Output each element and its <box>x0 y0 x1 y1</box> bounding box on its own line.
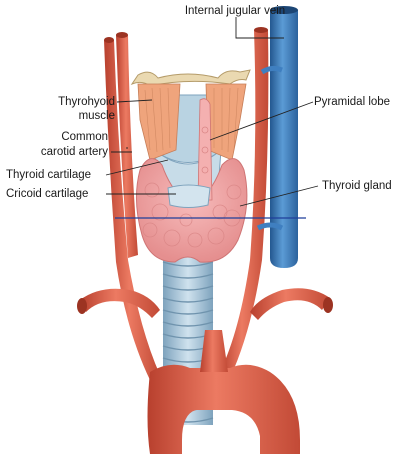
thyrohyoid-muscles <box>137 83 247 161</box>
leader-lines <box>105 17 319 207</box>
label-internal-jugular-vein: Internal jugular vein <box>184 5 286 17</box>
right-common-carotid-artery <box>220 27 269 378</box>
label-thyroid-gland: Thyroid gland <box>322 180 392 192</box>
label-common-carotid-line1: Common <box>61 131 108 143</box>
label-cricoid-cartilage: Cricoid cartilage <box>6 188 89 200</box>
internal-jugular-vein <box>256 6 298 268</box>
cricoid-cartilage <box>167 184 211 208</box>
label-thyrohyoid-line1: Thyrohyoid <box>58 96 115 108</box>
label-thyrohyoid-line2: muscle <box>78 110 115 122</box>
label-pyramidal-lobe: Pyramidal lobe <box>314 96 391 108</box>
aortic-arch <box>147 330 300 454</box>
label-common-carotid-line2: carotid artery <box>40 146 108 158</box>
subclavian-arteries <box>77 288 333 320</box>
left-common-carotid-artery <box>104 32 160 380</box>
pyramidal-lobe <box>197 98 213 201</box>
label-thyroid-cartilage: Thyroid cartilage <box>6 169 92 181</box>
